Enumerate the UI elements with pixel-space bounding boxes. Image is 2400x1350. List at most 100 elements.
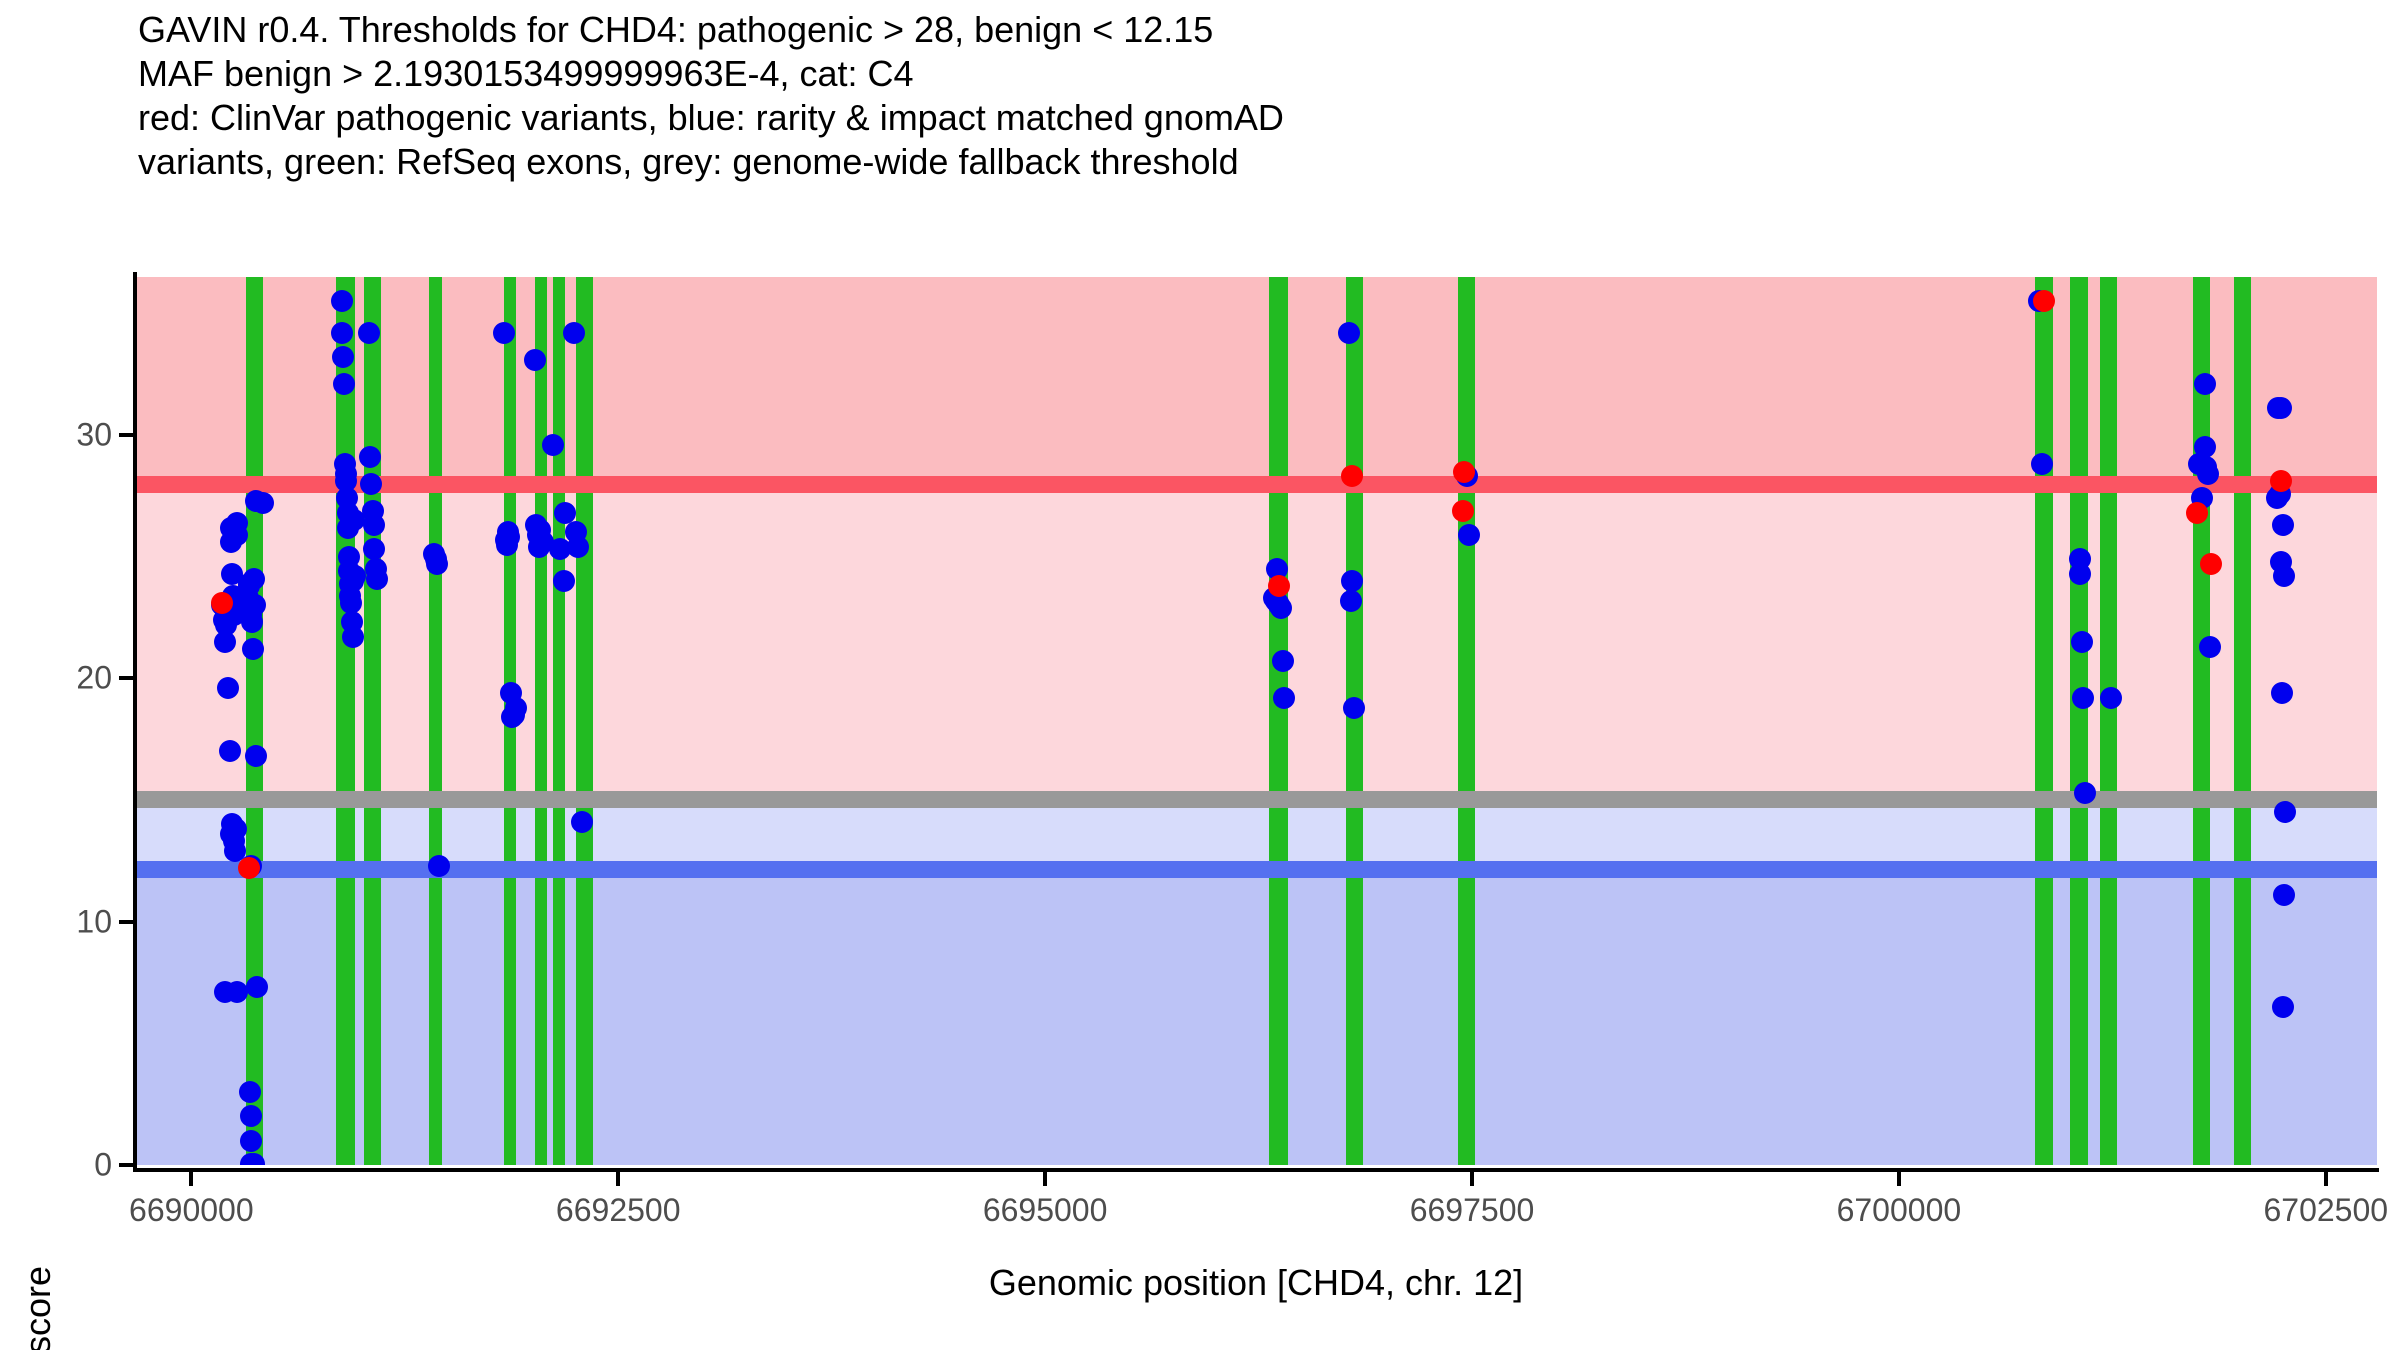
refseq-exon-bar	[428, 277, 443, 1165]
refseq-exon-bar	[1345, 277, 1363, 1165]
gnomad-variant-point	[2069, 562, 2092, 585]
clinvar-pathogenic-point	[2269, 470, 2292, 493]
gnomad-variant-point	[498, 526, 521, 549]
clinvar-pathogenic-point	[2185, 501, 2208, 524]
gnomad-variant-point	[2099, 686, 2122, 709]
gnomad-variant-point	[214, 981, 237, 1004]
title-line-2: MAF benign > 2.1930153499999963E-4, cat:…	[138, 53, 914, 94]
gnomad-variant-point	[2272, 995, 2295, 1018]
gnomad-variant-point	[1269, 596, 1292, 619]
gnomad-variant-point	[344, 565, 367, 588]
y-axis-title: CADD scaled C-score	[17, 1266, 59, 1350]
refseq-exon-bar	[575, 277, 593, 1165]
gnomad-variant-point	[542, 433, 565, 456]
gnomad-variant-point	[1266, 557, 1289, 580]
gnomad-variant-point	[340, 592, 363, 614]
threshold-line-benign-threshold	[135, 861, 2377, 879]
x-axis-tick	[616, 1172, 621, 1186]
gnomad-variant-point	[217, 677, 240, 700]
gnomad-variant-point	[240, 1105, 263, 1128]
x-axis-tick-label: 6700000	[1836, 1192, 1962, 1228]
gnomad-variant-point	[243, 567, 266, 590]
y-axis-line	[133, 272, 137, 1170]
gnomad-variant-point	[335, 470, 358, 493]
gnomad-variant-point	[1272, 650, 1295, 673]
x-axis-line	[133, 1168, 2379, 1172]
gnomad-variant-point	[552, 570, 575, 593]
gnomad-variant-point	[549, 538, 572, 561]
gnomad-variant-point	[331, 321, 354, 344]
clinvar-pathogenic-point	[2200, 553, 2223, 576]
refseq-exon-bar	[2035, 277, 2053, 1165]
refseq-exon-bar	[245, 277, 264, 1165]
gnomad-variant-point	[330, 290, 353, 313]
gnomad-variant-point	[214, 630, 237, 653]
gnomad-variant-point	[243, 594, 266, 617]
gnomad-variant-point	[567, 536, 590, 559]
gnomad-variant-point	[554, 501, 577, 524]
gnomad-variant-point	[427, 854, 450, 877]
gnomad-variant-point	[246, 976, 269, 999]
gnomad-variant-point	[218, 740, 241, 763]
clinvar-pathogenic-point	[1268, 574, 1291, 597]
gnomad-variant-point	[2196, 463, 2219, 486]
x-axis-title: Genomic position [CHD4, chr. 12]	[988, 1262, 1524, 1303]
refseq-exon-bar	[553, 277, 566, 1165]
clinvar-pathogenic-point	[238, 857, 261, 880]
y-axis-tick	[119, 676, 133, 681]
gnomad-variant-point	[342, 509, 365, 532]
y-axis-tick-label: 0	[94, 1146, 112, 1183]
gnomad-variant-point	[2273, 801, 2296, 824]
x-axis-tick-label: 6692500	[555, 1192, 681, 1228]
refseq-exon-bar	[2192, 277, 2210, 1165]
refseq-exon-bar	[2100, 277, 2118, 1165]
x-axis-tick	[1896, 1172, 1901, 1186]
x-axis-tick	[189, 1172, 194, 1186]
gnomad-variant-point	[2031, 453, 2054, 476]
gnomad-variant-point	[2271, 682, 2294, 705]
gnomad-variant-point	[332, 346, 355, 369]
gnomad-variant-point	[2194, 436, 2217, 459]
gnomad-variant-point	[2272, 883, 2295, 906]
gnomad-variant-point	[252, 492, 275, 515]
gnomad-variant-point	[360, 472, 383, 495]
y-axis-tick	[119, 1163, 133, 1167]
gnomad-variant-point	[243, 1152, 266, 1165]
gnomad-variant-point	[245, 745, 268, 768]
gnomad-variant-point	[2198, 635, 2221, 658]
gnomad-variant-point	[362, 514, 385, 537]
gnomad-variant-point	[2070, 630, 2093, 653]
refseq-exon-bar	[363, 277, 381, 1165]
refseq-exon-bar	[1458, 277, 1476, 1165]
refseq-exon-bar	[336, 277, 356, 1165]
y-axis-tick	[119, 433, 133, 438]
gnomad-variant-point	[242, 638, 265, 661]
refseq-exon-bar	[534, 277, 547, 1165]
gnomad-variant-point	[2270, 397, 2293, 420]
gnomad-variant-point	[366, 567, 389, 590]
gnomad-variant-point	[239, 1129, 262, 1152]
y-axis-tick	[119, 919, 133, 924]
gnomad-variant-point	[2272, 514, 2295, 537]
gnomad-variant-point	[1343, 696, 1366, 719]
x-axis-tick-label: 6695000	[982, 1192, 1108, 1228]
clinvar-pathogenic-point	[1452, 499, 1475, 522]
x-axis-tick	[1470, 1172, 1474, 1186]
clinvar-pathogenic-point	[211, 592, 234, 614]
plot-panel-clip	[135, 277, 2377, 1165]
gnomad-variant-point	[1338, 321, 1361, 344]
plot-panel	[135, 277, 2377, 1165]
title-line-4: variants, green: RefSeq exons, grey: gen…	[138, 141, 1239, 182]
gnomad-variant-point	[2193, 373, 2216, 396]
x-axis-tick-label: 6702500	[2263, 1192, 2389, 1228]
gnomad-variant-point	[2272, 565, 2295, 588]
y-axis-tick-label: 20	[76, 659, 112, 696]
gnomad-variant-point	[1339, 589, 1362, 612]
x-axis-tick	[1043, 1172, 1048, 1186]
y-axis-tick-label: 10	[76, 903, 112, 940]
gnomad-variant-point	[359, 446, 382, 469]
title-line-1: GAVIN r0.4. Thresholds for CHD4: pathoge…	[138, 9, 1214, 50]
threshold-line-genome-wide-fallback-threshold	[135, 790, 2377, 808]
gnomad-variant-point	[221, 562, 244, 585]
x-axis-tick-label: 6697500	[1409, 1192, 1535, 1228]
